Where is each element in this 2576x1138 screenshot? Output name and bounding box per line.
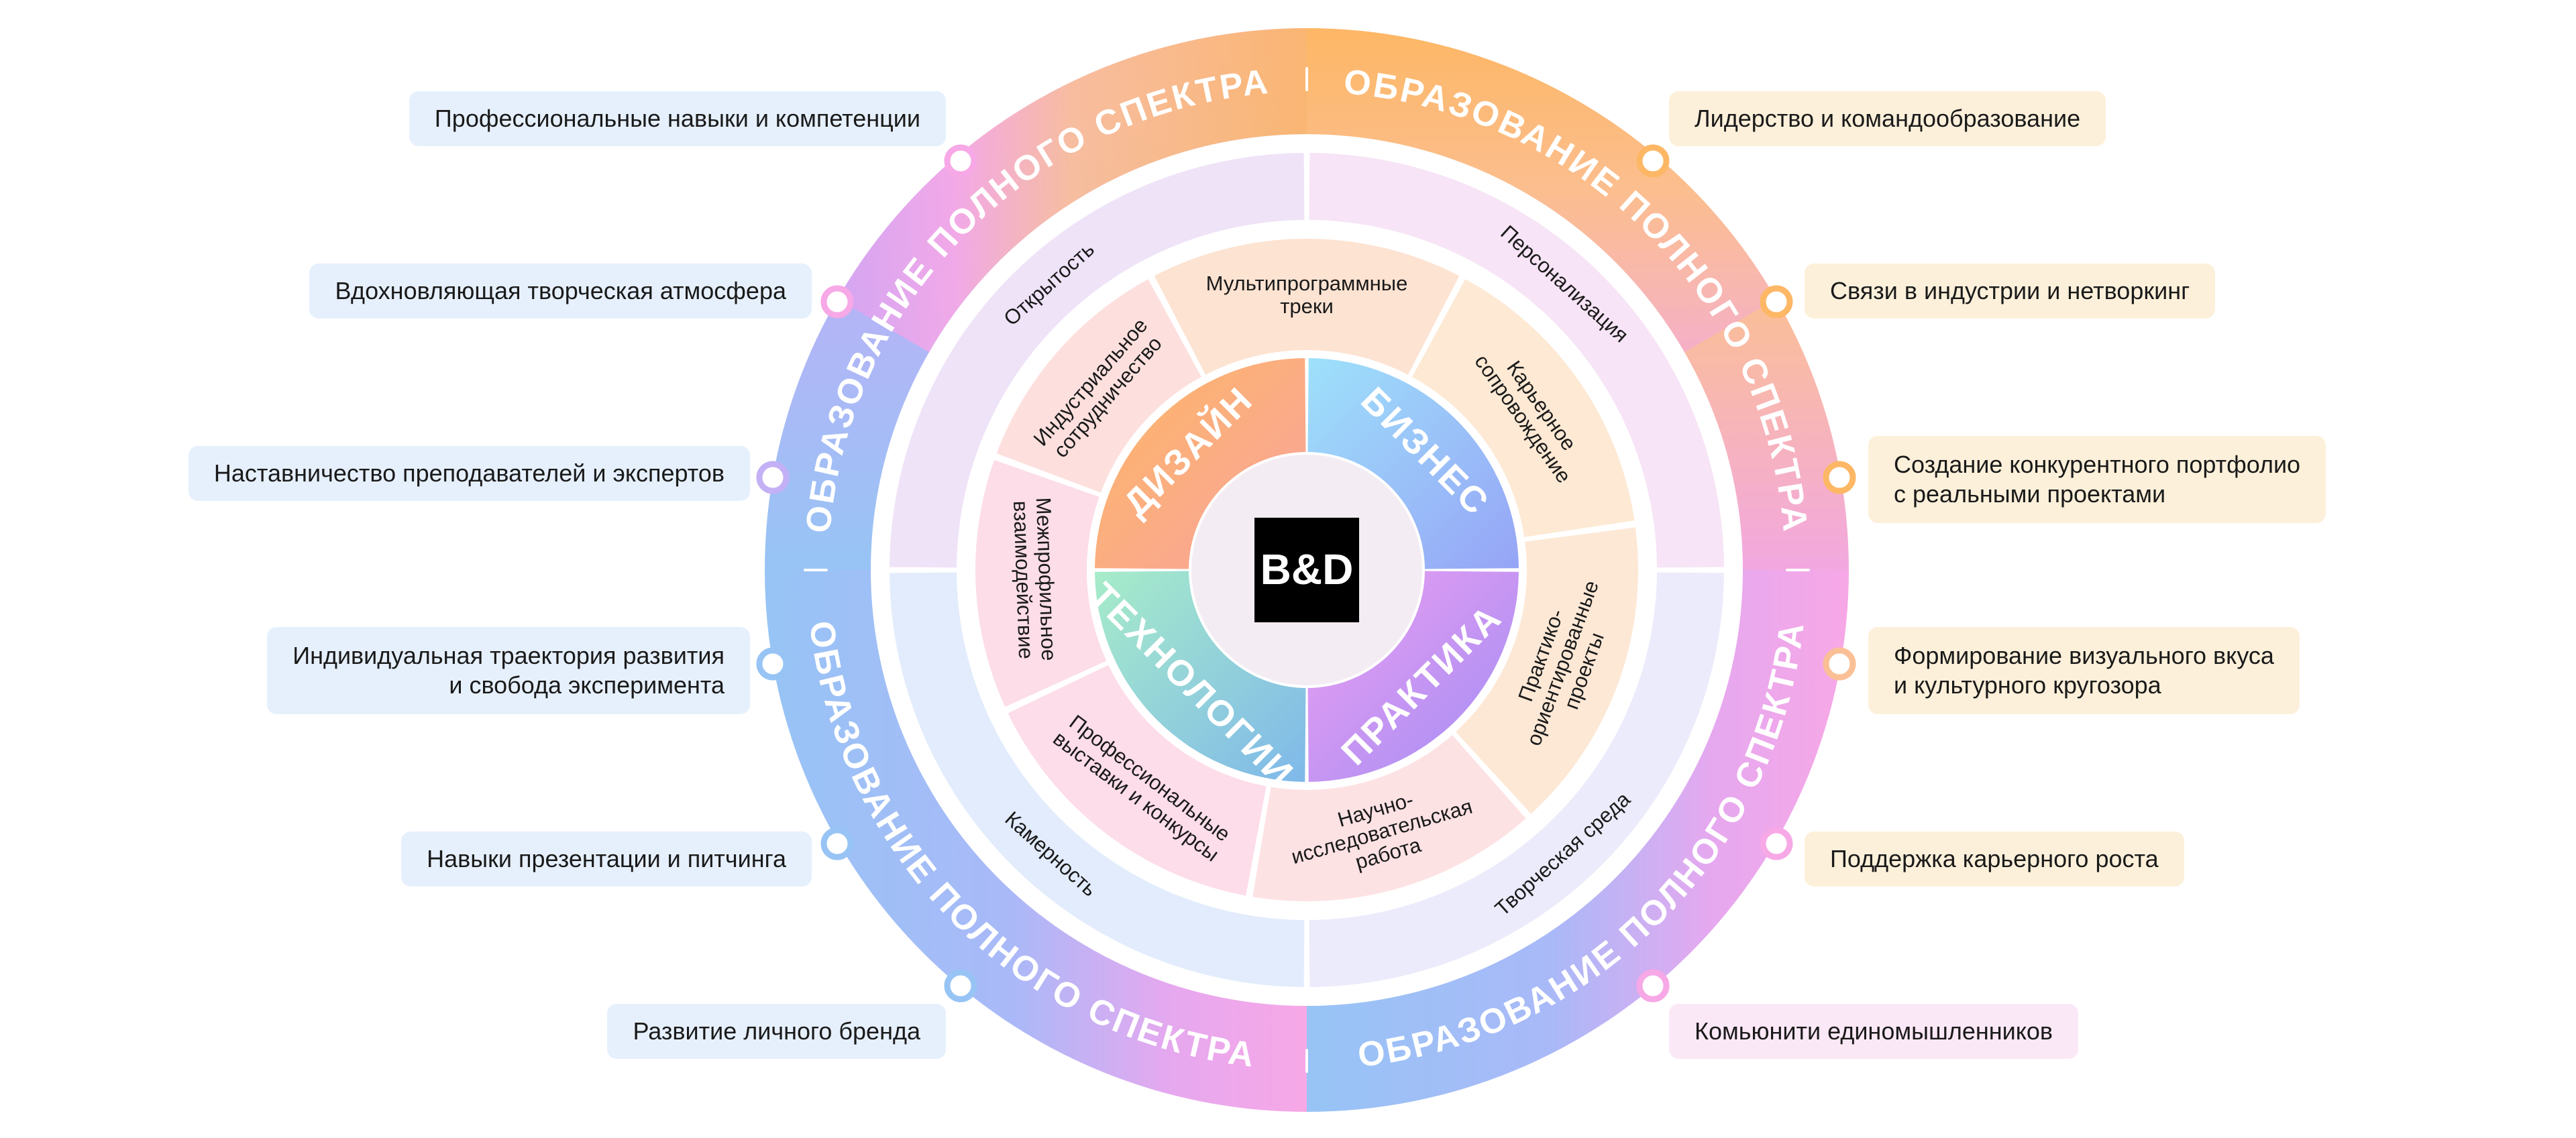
core-segment-technology bbox=[1095, 571, 1306, 782]
connector-dot bbox=[1823, 647, 1856, 681]
benefit-label-line: Формирование визуального вкуса bbox=[1894, 642, 2274, 669]
right-benefit-label: Поддержка карьерного роста bbox=[1805, 832, 2184, 887]
connector-dot bbox=[1823, 461, 1856, 494]
benefit-label-line: Развитие личного бренда bbox=[633, 1017, 920, 1045]
middle-ring-segment bbox=[1154, 239, 1460, 379]
benefit-label-line: и свобода эксперимента bbox=[449, 671, 724, 699]
benefit-label-line: с реальными проектами bbox=[1894, 480, 2166, 508]
connector-dot bbox=[820, 827, 854, 860]
benefit-label-line: Лидерство и командообразование bbox=[1695, 105, 2081, 132]
benefit-label-line: Создание конкурентного портфолио bbox=[1894, 451, 2301, 478]
middle-ring-label-line: взаимодействие bbox=[1009, 500, 1038, 659]
middle-ring-segment bbox=[1410, 279, 1635, 538]
logo-text: B&D bbox=[1260, 545, 1354, 593]
left-benefit-label: Наставничество преподавателей и эксперто… bbox=[188, 446, 750, 501]
connector-dot bbox=[820, 285, 854, 319]
benefit-label-line: Комьюнити единомышленников bbox=[1695, 1017, 2053, 1045]
values-ring-segment bbox=[1309, 572, 1724, 987]
right-benefit-label: Комьюнити единомышленников bbox=[1669, 1004, 2079, 1059]
left-benefit-label: Профессиональные навыки и компетенции bbox=[409, 91, 946, 146]
values-ring-segment bbox=[890, 572, 1305, 987]
connector-dot bbox=[944, 144, 977, 178]
connector-dot bbox=[1760, 827, 1793, 860]
middle-ring-label-line: треки bbox=[1280, 294, 1334, 318]
middle-ring-label-line: Мультипрограммные bbox=[1206, 272, 1408, 295]
core-segment-design bbox=[1095, 358, 1306, 569]
middle-ring-label-line: Межпрофильное bbox=[1032, 497, 1061, 661]
outer-ring-segment bbox=[837, 28, 1307, 352]
connector-dot bbox=[1636, 144, 1670, 178]
right-benefit-label: Связи в индустрии и нетворкинг bbox=[1805, 264, 2216, 319]
middle-ring-segment bbox=[996, 279, 1203, 494]
connector-dot bbox=[944, 969, 977, 1003]
benefit-label-line: Связи в индустрии и нетворкинг bbox=[1830, 277, 2190, 304]
benefit-label-line: Поддержка карьерного роста bbox=[1830, 845, 2159, 872]
benefit-label-line: Профессиональные навыки и компетенции bbox=[434, 105, 920, 132]
values-ring-segment bbox=[890, 153, 1305, 568]
connector-dot bbox=[1636, 969, 1670, 1003]
values-ring-segment bbox=[1309, 153, 1724, 568]
outer-ring-segment bbox=[1307, 570, 1849, 1112]
left-benefit-label: Развитие личного бренда bbox=[607, 1004, 946, 1059]
middle-ring-segment bbox=[1008, 663, 1267, 896]
core-segment-business bbox=[1307, 358, 1519, 569]
benefit-label-line: Наставничество преподавателей и эксперто… bbox=[213, 459, 724, 487]
left-benefit-label: Вдохновляющая творческая атмосфера bbox=[309, 264, 812, 319]
center-badge: B&D bbox=[1191, 455, 1422, 685]
connector-dots bbox=[756, 144, 1856, 1003]
middle-ring-segment bbox=[975, 459, 1110, 707]
middle-ring-segment bbox=[1252, 732, 1526, 902]
connector-dot bbox=[756, 461, 790, 494]
connector-dot bbox=[1760, 285, 1793, 319]
benefit-label-line: и культурного кругозора bbox=[1894, 671, 2161, 699]
left-benefit-label: Навыки презентации и питчинга bbox=[401, 832, 812, 887]
outer-ring-segment bbox=[1307, 28, 1776, 352]
outer-ring-segment bbox=[765, 570, 1307, 1112]
core-segment-practice bbox=[1307, 571, 1519, 782]
connector-dot bbox=[756, 647, 790, 681]
middle-ring-segment bbox=[1452, 527, 1638, 814]
right-benefit-label: Лидерство и командообразование bbox=[1669, 91, 2106, 146]
benefit-label-line: Навыки презентации и питчинга bbox=[427, 845, 786, 872]
benefit-label-line: Индивидуальная траектория развития bbox=[292, 642, 724, 669]
logo-square bbox=[1254, 518, 1359, 622]
benefit-label-line: Вдохновляющая творческая атмосфера bbox=[335, 277, 786, 304]
